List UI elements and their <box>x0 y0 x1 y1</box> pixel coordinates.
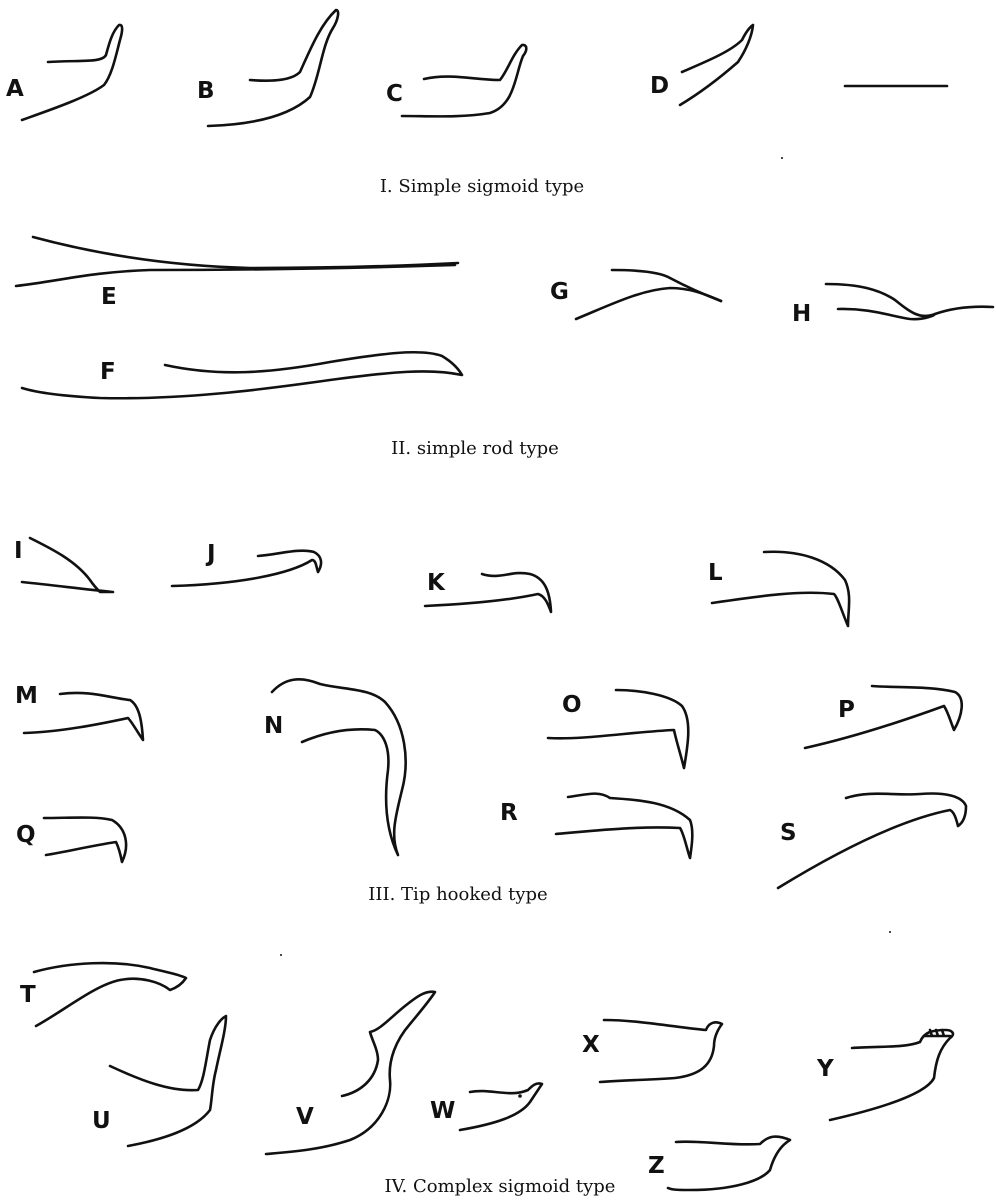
label-b-text: B <box>197 78 215 104</box>
caption-section-2: II. simple rod type <box>391 438 559 459</box>
specimen-e: E <box>16 237 458 310</box>
specimen-l: L <box>708 552 849 626</box>
specimen-z: Z <box>648 1137 790 1190</box>
label-c: C <box>386 81 403 107</box>
section-simple-rod: E F G H II. simple rod type <box>16 237 993 459</box>
label-g: G <box>550 279 569 305</box>
specimen-n: N <box>264 679 406 855</box>
outline-y <box>830 1030 953 1120</box>
specimen-g: G <box>550 270 721 319</box>
outline-p <box>805 686 962 748</box>
label-k: K <box>427 570 446 596</box>
specimen-k: K <box>425 570 551 612</box>
outline-w <box>460 1083 542 1130</box>
outline-m <box>24 693 143 740</box>
label-z: Z <box>648 1153 665 1179</box>
label-x: X <box>582 1032 600 1058</box>
label-m: M <box>15 683 38 709</box>
dot-w <box>518 1094 522 1098</box>
caption-section-3: III. Tip hooked type <box>368 884 547 905</box>
label-s: S <box>780 820 797 846</box>
outline-e-upper <box>33 237 458 268</box>
specimen-f: F <box>22 352 462 398</box>
speck-mark <box>781 157 783 159</box>
caption-section-1: I. Simple sigmoid type <box>380 176 584 197</box>
outline-u <box>110 1016 226 1146</box>
label-p: P <box>838 697 855 723</box>
label-e: E <box>101 284 117 310</box>
specimen-w: W <box>430 1083 542 1130</box>
specimen-q: Q <box>16 818 126 863</box>
label-t: T <box>20 982 36 1008</box>
outline-a <box>22 25 122 120</box>
specimen-x: X <box>582 1020 722 1082</box>
outline-j <box>172 551 321 586</box>
specimen-b: E B <box>197 10 338 126</box>
label-w: W <box>430 1098 455 1124</box>
outline-n <box>272 679 406 855</box>
label-n: N <box>264 713 283 739</box>
label-o: O <box>562 692 582 718</box>
outline-h-upper <box>826 284 993 316</box>
label-l: L <box>708 560 723 586</box>
label-q: Q <box>16 822 36 848</box>
outline-f <box>22 352 462 398</box>
specimen-t: T <box>20 963 186 1026</box>
label-h: H <box>792 301 811 327</box>
outline-i <box>22 538 113 592</box>
speck-mark <box>280 954 282 956</box>
specimen-s: S <box>778 794 966 889</box>
specimen-r: R <box>500 794 692 858</box>
caption-section-4: IV. Complex sigmoid type <box>385 1176 616 1197</box>
label-r: R <box>500 800 518 826</box>
outline-b <box>208 10 338 126</box>
label-i: I <box>14 538 23 564</box>
label-a: A <box>6 76 24 102</box>
outline-s <box>778 794 966 889</box>
specimen-c: C <box>386 45 526 117</box>
label-v: V <box>296 1104 314 1130</box>
outline-l <box>712 552 849 626</box>
label-f: F <box>100 359 116 385</box>
specimen-o: O <box>548 690 688 768</box>
outline-t <box>34 963 186 1026</box>
specimen-u: U <box>92 1016 226 1146</box>
label-j: J <box>205 541 216 567</box>
outline-r <box>556 794 692 858</box>
speck-mark <box>889 931 891 933</box>
specimen-i: I <box>14 538 113 592</box>
specimen-h: H <box>792 284 993 327</box>
outline-z <box>668 1137 790 1190</box>
specimen-y: Y <box>816 1030 953 1120</box>
specimen-d: D <box>650 25 753 105</box>
section-complex-sigmoid: T U V W X Y Z IV. Complex sigmoi <box>20 963 953 1197</box>
outline-v <box>266 992 435 1154</box>
specimen-p: P <box>805 686 962 748</box>
outline-q <box>44 818 126 863</box>
outline-x <box>600 1020 722 1082</box>
specimen-j: J <box>172 541 321 586</box>
outline-h-lower <box>838 309 935 319</box>
section-tip-hooked: I J K L M N O P <box>14 538 966 905</box>
section-simple-sigmoid: A E B C D I. Simple sigmoid type <box>6 10 947 197</box>
label-u: U <box>92 1108 111 1134</box>
specimen-a: A <box>6 25 122 120</box>
label-d: D <box>650 73 669 99</box>
specimen-v: V <box>266 992 435 1154</box>
label-y: Y <box>816 1056 834 1082</box>
outline-c <box>402 45 526 117</box>
outline-d <box>680 25 753 105</box>
specimen-m: M <box>15 683 143 740</box>
outline-g-lower <box>576 288 721 319</box>
